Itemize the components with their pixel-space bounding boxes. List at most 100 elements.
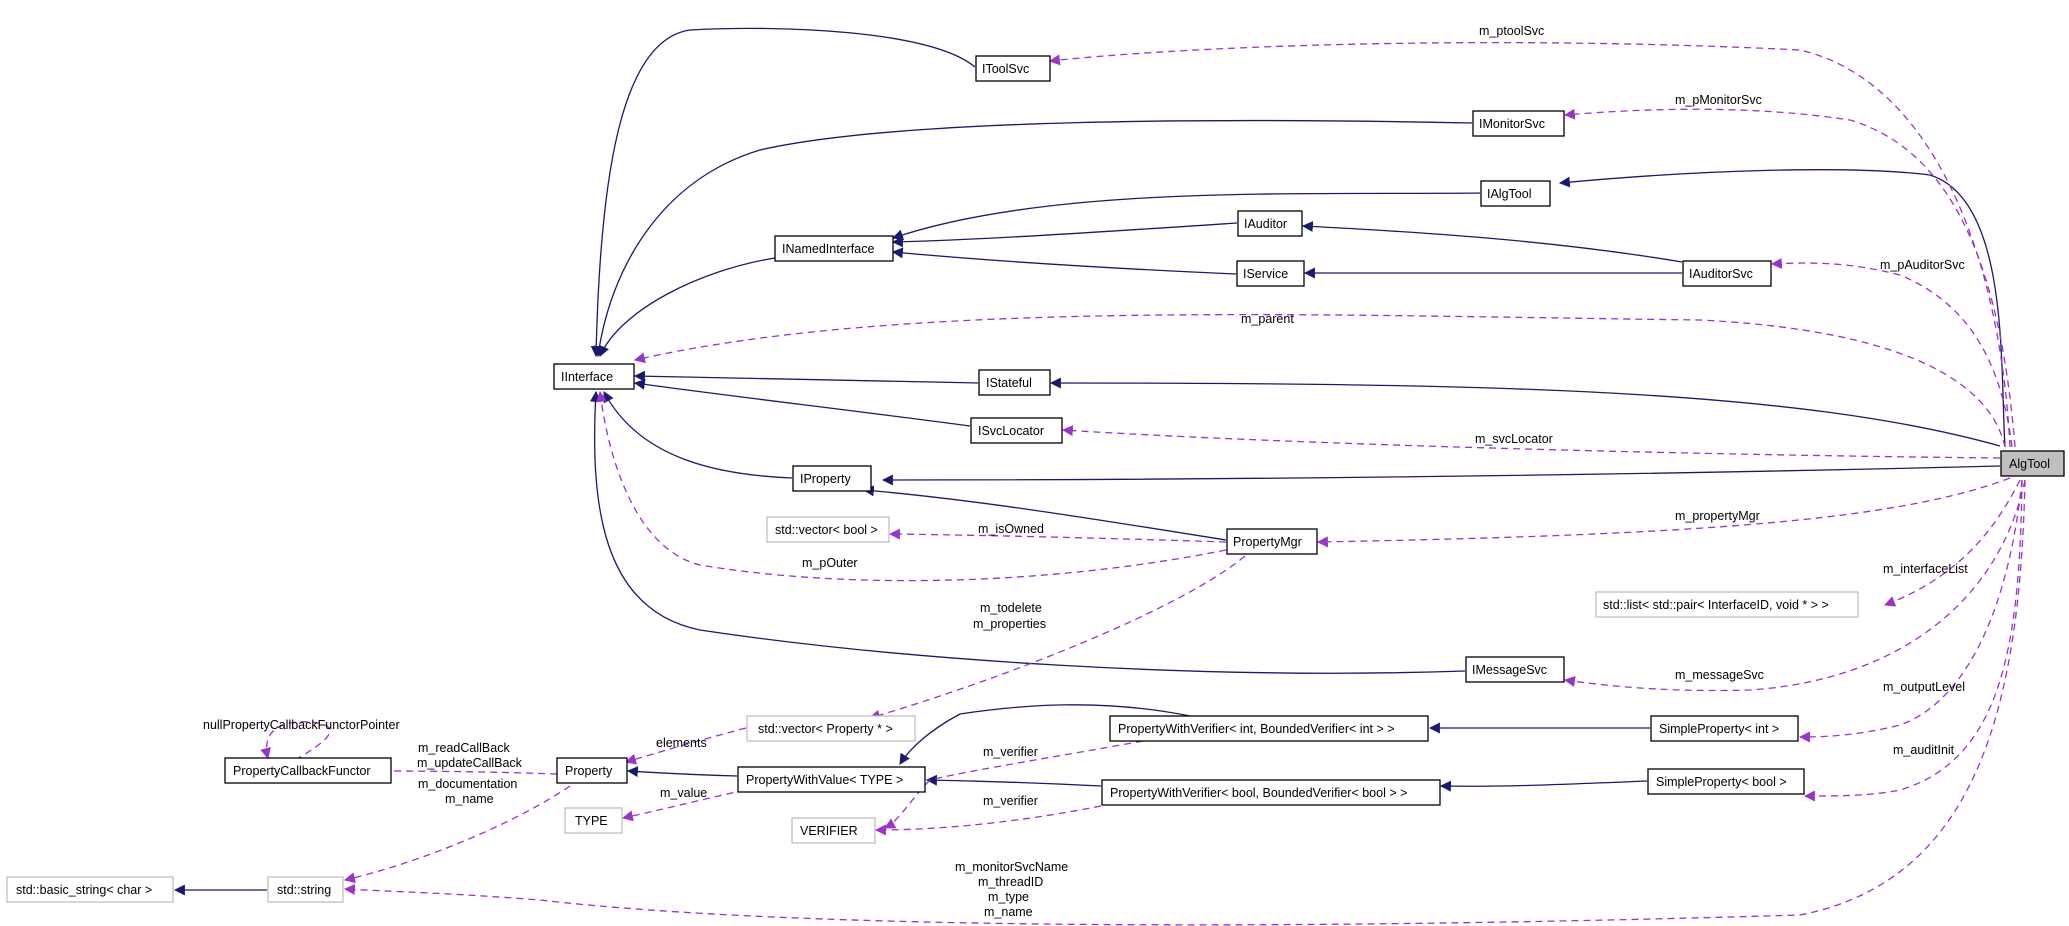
node-pwv-int-label: PropertyWithVerifier< int, BoundedVerifi… bbox=[1118, 722, 1395, 736]
node-pwv-bool[interactable]: PropertyWithVerifier< bool, BoundedVerif… bbox=[1101, 779, 1441, 806]
node-simpleproperty-int-label: SimpleProperty< int > bbox=[1659, 722, 1779, 736]
edge-iproperty-iinterface bbox=[603, 391, 793, 479]
node-simpleproperty-bool[interactable]: SimpleProperty< bool > bbox=[1647, 768, 1805, 795]
label-m-messagesvc: m_messageSvc bbox=[1675, 668, 1764, 682]
edge-ialgtool-inamedinterface bbox=[891, 192, 1481, 241]
node-istateful[interactable]: IStateful bbox=[978, 369, 1051, 396]
edge-itoolsvc-iinterface bbox=[590, 27, 976, 358]
edge-interfacelist bbox=[1883, 479, 2021, 607]
node-itoolsvc-label: IToolSvc bbox=[982, 62, 1029, 76]
edge-algtool-ialgtool bbox=[1558, 169, 2006, 448]
node-list-pair[interactable]: std::list< std::pair< InterfaceID, void … bbox=[1595, 591, 1859, 618]
edge-messagesvc bbox=[1563, 479, 2026, 692]
edge-pwvint-propertywithvalue bbox=[899, 704, 1191, 765]
edge-algtool-iproperty bbox=[881, 465, 2001, 486]
label-m-monitorsvcname: m_monitorSvcName bbox=[955, 860, 1068, 874]
node-isvclocator-label: ISvcLocator bbox=[978, 424, 1044, 438]
node-iauditor[interactable]: IAuditor bbox=[1237, 210, 1303, 237]
edge-pauditorsvc bbox=[1770, 257, 2013, 448]
node-simpleproperty-int[interactable]: SimpleProperty< int > bbox=[1650, 715, 1799, 742]
label-m-svclocator: m_svcLocator bbox=[1475, 432, 1553, 446]
node-verifier[interactable]: VERIFIER bbox=[791, 817, 876, 844]
node-propertywithvalue-label: PropertyWithValue< TYPE > bbox=[746, 773, 903, 787]
label-m-auditinit: m_auditInit bbox=[1893, 743, 1955, 757]
node-iauditorsvc[interactable]: IAuditorSvc bbox=[1682, 260, 1772, 287]
usage-edges bbox=[260, 41, 2026, 926]
edge-imessagesvc-iinterface bbox=[589, 390, 1466, 674]
edge-outputlevel bbox=[1798, 479, 2023, 743]
edge-iauditorsvc-iauditor bbox=[1301, 221, 1683, 263]
node-imonitorsvc-label: IMonitorSvc bbox=[1479, 117, 1545, 131]
inheritance-edges bbox=[173, 27, 2006, 896]
node-pwv-int[interactable]: PropertyWithVerifier< int, BoundedVerifi… bbox=[1109, 715, 1429, 742]
edge-pouter bbox=[595, 390, 1227, 582]
node-list-pair-label: std::list< std::pair< InterfaceID, void … bbox=[1603, 598, 1829, 612]
label-m-verifier-int: m_verifier bbox=[983, 745, 1038, 759]
node-iproperty[interactable]: IProperty bbox=[792, 465, 872, 492]
node-iinterface[interactable]: IInterface bbox=[553, 363, 635, 390]
node-propertymgr-label: PropertyMgr bbox=[1233, 535, 1302, 549]
node-property[interactable]: Property bbox=[556, 757, 628, 784]
label-elements: elements bbox=[656, 736, 707, 750]
node-vector-property[interactable]: std::vector< Property * > bbox=[746, 715, 916, 742]
label-m-pmonitorsvc: m_pMonitorSvc bbox=[1675, 93, 1762, 107]
label-m-readcallback: m_readCallBack bbox=[418, 741, 510, 755]
node-propertycallbackfunctor-label: PropertyCallbackFunctor bbox=[233, 764, 371, 778]
edge-parent bbox=[633, 313, 2006, 448]
label-m-threadid: m_threadID bbox=[978, 875, 1043, 889]
node-algtool[interactable]: AlgTool bbox=[2000, 450, 2065, 477]
edge-verifier-bool bbox=[874, 805, 1102, 836]
edge-iservice-inamedinterface bbox=[891, 247, 1237, 275]
node-inamedinterface[interactable]: INamedInterface bbox=[774, 235, 894, 262]
edge-iauditor-inamedinterface bbox=[891, 222, 1238, 248]
label-m-propertymgr: m_propertyMgr bbox=[1675, 509, 1760, 523]
node-simpleproperty-bool-label: SimpleProperty< bool > bbox=[1656, 775, 1787, 789]
edge-verifier-int bbox=[884, 731, 1191, 829]
node-iservice-label: IService bbox=[1243, 267, 1288, 281]
node-string-label: std::string bbox=[277, 883, 331, 897]
label-m-interfacelist: m_interfaceList bbox=[1883, 562, 1968, 576]
edge-propertymgr-iproperty bbox=[862, 485, 1227, 541]
node-imessagesvc[interactable]: IMessageSvc bbox=[1465, 656, 1565, 683]
node-imonitorsvc[interactable]: IMonitorSvc bbox=[1472, 110, 1565, 137]
edge-value bbox=[621, 789, 746, 822]
node-ialgtool[interactable]: IAlgTool bbox=[1480, 180, 1551, 207]
node-propertymgr[interactable]: PropertyMgr bbox=[1226, 528, 1318, 555]
label-m-parent: m_parent bbox=[1241, 312, 1294, 326]
node-string[interactable]: std::string bbox=[267, 876, 344, 903]
edge-imonitorsvc-iinterface bbox=[593, 119, 1473, 358]
nodes: IToolSvc IMonitorSvc IAlgTool IAuditor I… bbox=[6, 55, 2065, 903]
label-m-outputlevel: m_outputLevel bbox=[1883, 680, 1965, 694]
label-m-isowned: m_isOwned bbox=[978, 522, 1044, 536]
node-isvclocator[interactable]: ISvcLocator bbox=[970, 417, 1063, 444]
edge-documentation bbox=[343, 785, 571, 884]
edge-propertywithvalue-property bbox=[626, 766, 738, 778]
node-istateful-label: IStateful bbox=[986, 376, 1032, 390]
node-propertycallbackfunctor[interactable]: PropertyCallbackFunctor bbox=[224, 757, 392, 784]
label-m-updatecallback: m_updateCallBack bbox=[417, 756, 523, 770]
edge-todelete bbox=[868, 555, 1246, 721]
node-iauditorsvc-label: IAuditorSvc bbox=[1689, 267, 1753, 281]
node-vector-bool-label: std::vector< bool > bbox=[775, 523, 878, 537]
node-ialgtool-label: IAlgTool bbox=[1487, 187, 1531, 201]
node-iservice[interactable]: IService bbox=[1236, 260, 1305, 287]
node-basic-string[interactable]: std::basic_string< char > bbox=[6, 876, 174, 903]
edge-pmonitorsvc bbox=[1563, 108, 2016, 448]
node-propertywithvalue[interactable]: PropertyWithValue< TYPE > bbox=[737, 766, 926, 793]
node-property-label: Property bbox=[565, 764, 613, 778]
label-m-value: m_value bbox=[660, 786, 707, 800]
edge-nullcallback bbox=[260, 721, 331, 761]
node-basic-string-label: std::basic_string< char > bbox=[16, 883, 152, 897]
edge-pwvbool-propertywithvalue bbox=[925, 774, 1102, 787]
label-m-name-property: m_name bbox=[445, 792, 494, 806]
edge-istateful-iinterface bbox=[633, 370, 979, 384]
node-imessagesvc-label: IMessageSvc bbox=[1472, 663, 1547, 677]
edge-algtool-istateful bbox=[1049, 377, 2001, 447]
edge-propertymgr bbox=[1316, 477, 2011, 548]
node-vector-bool[interactable]: std::vector< bool > bbox=[766, 516, 890, 543]
label-m-name-algtool: m_name bbox=[984, 905, 1033, 919]
label-m-ptoolsvc: m_ptoolSvc bbox=[1479, 24, 1544, 38]
node-itoolsvc[interactable]: IToolSvc bbox=[975, 55, 1051, 82]
node-type[interactable]: TYPE bbox=[564, 807, 623, 834]
